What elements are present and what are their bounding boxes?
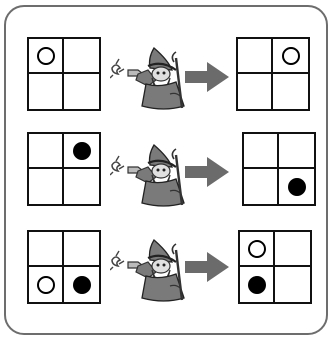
output-grid-3 <box>238 230 312 304</box>
right-arrow-icon <box>185 157 229 187</box>
black-token <box>73 276 91 294</box>
grid-cell <box>240 267 275 302</box>
wizard-icon <box>110 44 190 110</box>
grid-cell <box>29 39 64 74</box>
grid-cell <box>29 232 64 267</box>
grid-cell <box>64 74 99 109</box>
grid-cell <box>275 267 310 302</box>
grid-cell <box>238 39 273 74</box>
grid-cell <box>64 169 99 204</box>
grid-cell <box>29 169 64 204</box>
grid-cell <box>238 74 273 109</box>
grid-cell <box>279 134 314 169</box>
grid-cell <box>64 267 99 302</box>
input-grid-2 <box>27 132 101 206</box>
grid-cell <box>244 169 279 204</box>
white-token <box>282 47 300 65</box>
input-grid-3 <box>27 230 101 304</box>
white-token <box>37 47 55 65</box>
grid-cell <box>244 134 279 169</box>
right-arrow-icon <box>185 62 229 92</box>
grid-cell <box>29 267 64 302</box>
wizard-icon <box>110 236 190 302</box>
white-token <box>37 276 55 294</box>
grid-cell <box>64 39 99 74</box>
black-token <box>288 178 306 196</box>
grid-cell <box>64 134 99 169</box>
grid-cell <box>275 232 310 267</box>
grid-cell <box>273 39 308 74</box>
grid-cell <box>273 74 308 109</box>
black-token <box>73 142 91 160</box>
wizard-icon <box>110 141 190 207</box>
input-grid-1 <box>27 37 101 111</box>
grid-cell <box>29 74 64 109</box>
white-token <box>248 240 266 258</box>
output-grid-2 <box>242 132 316 206</box>
grid-cell <box>279 169 314 204</box>
output-grid-1 <box>236 37 310 111</box>
right-arrow-icon <box>185 252 229 282</box>
grid-cell <box>29 134 64 169</box>
grid-cell <box>64 232 99 267</box>
grid-cell <box>240 232 275 267</box>
black-token <box>248 276 266 294</box>
